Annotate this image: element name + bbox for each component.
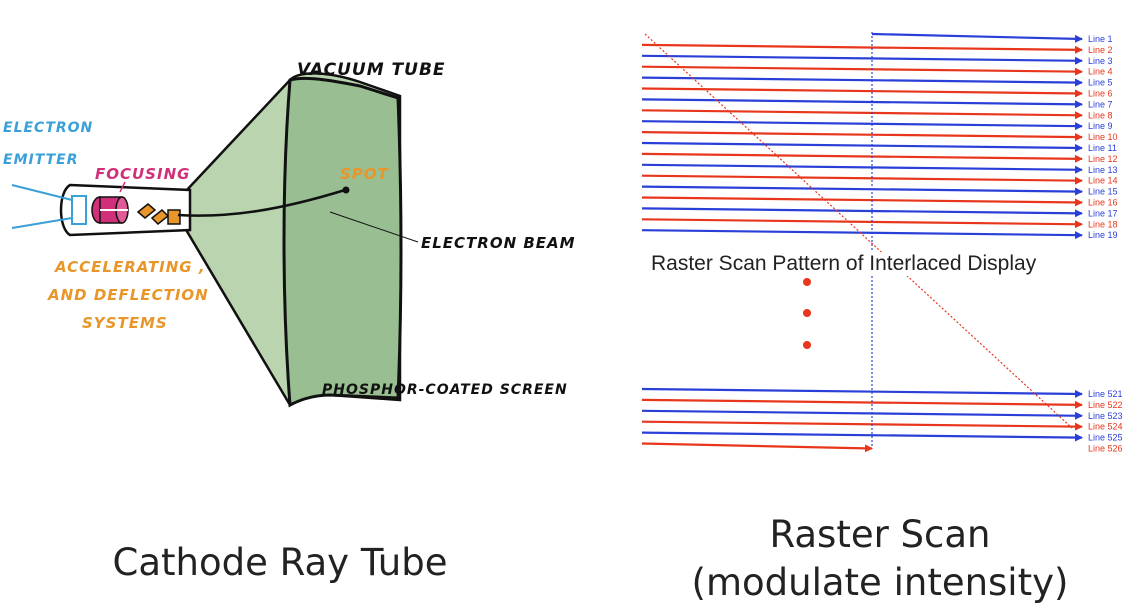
scan-line [641, 43, 1083, 54]
ellipsis-dot-2 [803, 309, 811, 317]
electron-emitter [71, 195, 87, 225]
scan-line [641, 87, 1083, 98]
scan-line-label: Line 5 [1088, 78, 1113, 88]
crt-diagram [11, 72, 419, 408]
scan-line-label: Line 12 [1088, 154, 1118, 164]
crt-caption: Cathode Ray Tube [112, 541, 448, 584]
ellipsis-dot-1 [803, 278, 811, 286]
scan-line [641, 229, 1083, 240]
scan-line [641, 185, 1083, 196]
phosphor-screen [282, 76, 403, 408]
scan-line-label: Line 2 [1088, 45, 1113, 55]
scan-line-label: Line 4 [1088, 67, 1113, 77]
scan-line [641, 409, 1083, 420]
raster-caption-2: (modulate intensity) [691, 561, 1069, 604]
scan-line [641, 54, 1083, 65]
scan-line [641, 152, 1083, 163]
scan-line-label: Line 18 [1088, 219, 1118, 229]
scan-line [641, 218, 1083, 229]
electron-emitter-label-2: EMITTER [3, 152, 79, 168]
emitter-wire-bottom [11, 217, 73, 229]
scan-line [641, 196, 1083, 207]
raster-caption-1: Raster Scan [769, 513, 991, 556]
scan-line-label: Line 524 [1088, 422, 1123, 432]
scan-line [641, 398, 1083, 409]
scan-line [641, 163, 1083, 174]
scan-line [641, 131, 1083, 142]
scan-line-label: Line 521 [1088, 389, 1123, 399]
scan-line [871, 32, 1083, 43]
scan-line-label: Line 17 [1088, 208, 1118, 218]
scan-line-label: Line 8 [1088, 110, 1113, 120]
scan-line-label: Line 522 [1088, 400, 1123, 410]
scan-line-label: Line 15 [1088, 187, 1118, 197]
focusing-label: FOCUSING [95, 165, 191, 183]
scan-line [641, 120, 1083, 131]
raster-title: Raster Scan Pattern of Interlaced Displa… [651, 252, 1037, 276]
electron-emitter-label-1: ELECTRON [3, 120, 94, 136]
focusing-pointer [119, 181, 126, 193]
scan-line-label: Line 19 [1088, 230, 1118, 240]
scan-line [641, 420, 1083, 431]
scan-line-label: Line 14 [1088, 176, 1118, 186]
spot-dot [342, 186, 350, 194]
scan-line [641, 98, 1083, 109]
accelerating-label-2: AND DEFLECTION [48, 286, 209, 304]
scan-line-label: Line 6 [1088, 89, 1113, 99]
electron-beam-label: ELECTRON BEAM [421, 234, 576, 252]
focusing-coils [91, 196, 129, 224]
scan-line [641, 431, 1083, 442]
beam-pointer-line [329, 211, 419, 243]
scan-line [641, 76, 1083, 87]
scan-line-label: Line 3 [1088, 56, 1113, 66]
emitter-wire-top [11, 184, 73, 201]
accelerating-label-3: SYSTEMS [82, 314, 168, 332]
scan-line [641, 109, 1083, 120]
scan-line [641, 65, 1083, 76]
scan-line-label: Line 523 [1088, 411, 1123, 421]
scan-line-label: Line 16 [1088, 198, 1118, 208]
vertical-retrace-line [644, 33, 1073, 429]
scan-line-label: Line 13 [1088, 165, 1118, 175]
scan-line [641, 442, 873, 453]
scan-line-label: Line 11 [1088, 143, 1117, 153]
accelerating-label-1: ACCELERATING , [55, 258, 206, 276]
scan-line-label: Line 525 [1088, 433, 1123, 443]
scan-line-label: Line 7 [1088, 99, 1113, 109]
vacuum-tube-label: VACUUM TUBE [297, 60, 446, 80]
electron-beam [177, 188, 346, 217]
scan-line-label: Line 10 [1088, 132, 1118, 142]
deflection-plates [136, 203, 181, 226]
scan-line [641, 207, 1083, 218]
scan-line [641, 141, 1083, 152]
phosphor-screen-label: PHOSPHOR-COATED SCREEN [322, 382, 568, 398]
scan-line [641, 387, 1083, 398]
ellipsis-dot-3 [803, 341, 811, 349]
scan-line-label: Line 9 [1088, 121, 1113, 131]
spot-label: SPOT [340, 165, 389, 183]
scan-line-label: Line 1 [1088, 34, 1113, 44]
raster-lines [641, 32, 1083, 453]
scan-line-label: Line 526 [1088, 444, 1123, 454]
scan-line [641, 174, 1083, 185]
